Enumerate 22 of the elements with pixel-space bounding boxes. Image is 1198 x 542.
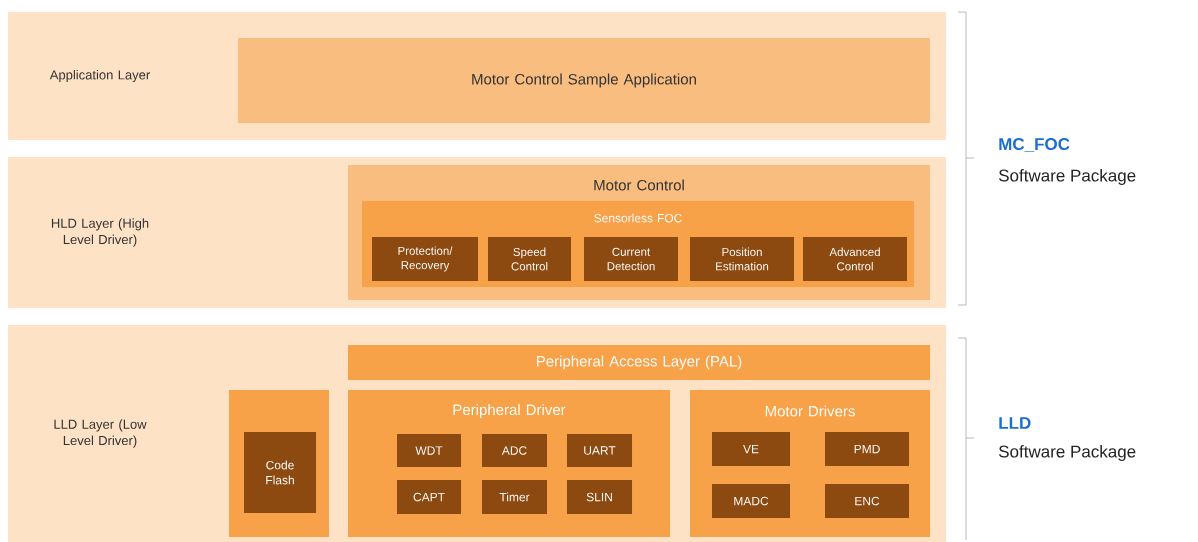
module-box: VE [712, 432, 790, 466]
module-box: Advanced Control [803, 237, 907, 281]
package-label: LLD [999, 417, 1031, 429]
layer-box: Motor Control Sample Application [238, 38, 930, 123]
module-box: UART [567, 434, 632, 467]
package-label: Software Package [999, 169, 1136, 185]
module-box: Protection/ Recovery [372, 237, 478, 281]
module-box: Timer [482, 480, 547, 514]
module-box: PMD [825, 432, 909, 466]
module-box: SLIN [567, 480, 632, 514]
module-box: ENC [825, 484, 909, 518]
layer-box: Peripheral Access Layer (PAL) [348, 345, 930, 380]
module-box: WDT [397, 434, 461, 467]
package-label: MC_FOC [999, 138, 1070, 152]
module-box: Position Estimation [690, 237, 794, 281]
module-box: MADC [712, 484, 790, 518]
module-box: CAPT [397, 480, 461, 514]
module-box: Code Flash [244, 432, 316, 513]
package-label: Software Package [999, 445, 1136, 461]
module-box: ADC [482, 434, 547, 467]
module-box: Current Detection [584, 237, 678, 281]
module-box: Speed Control [488, 237, 571, 281]
